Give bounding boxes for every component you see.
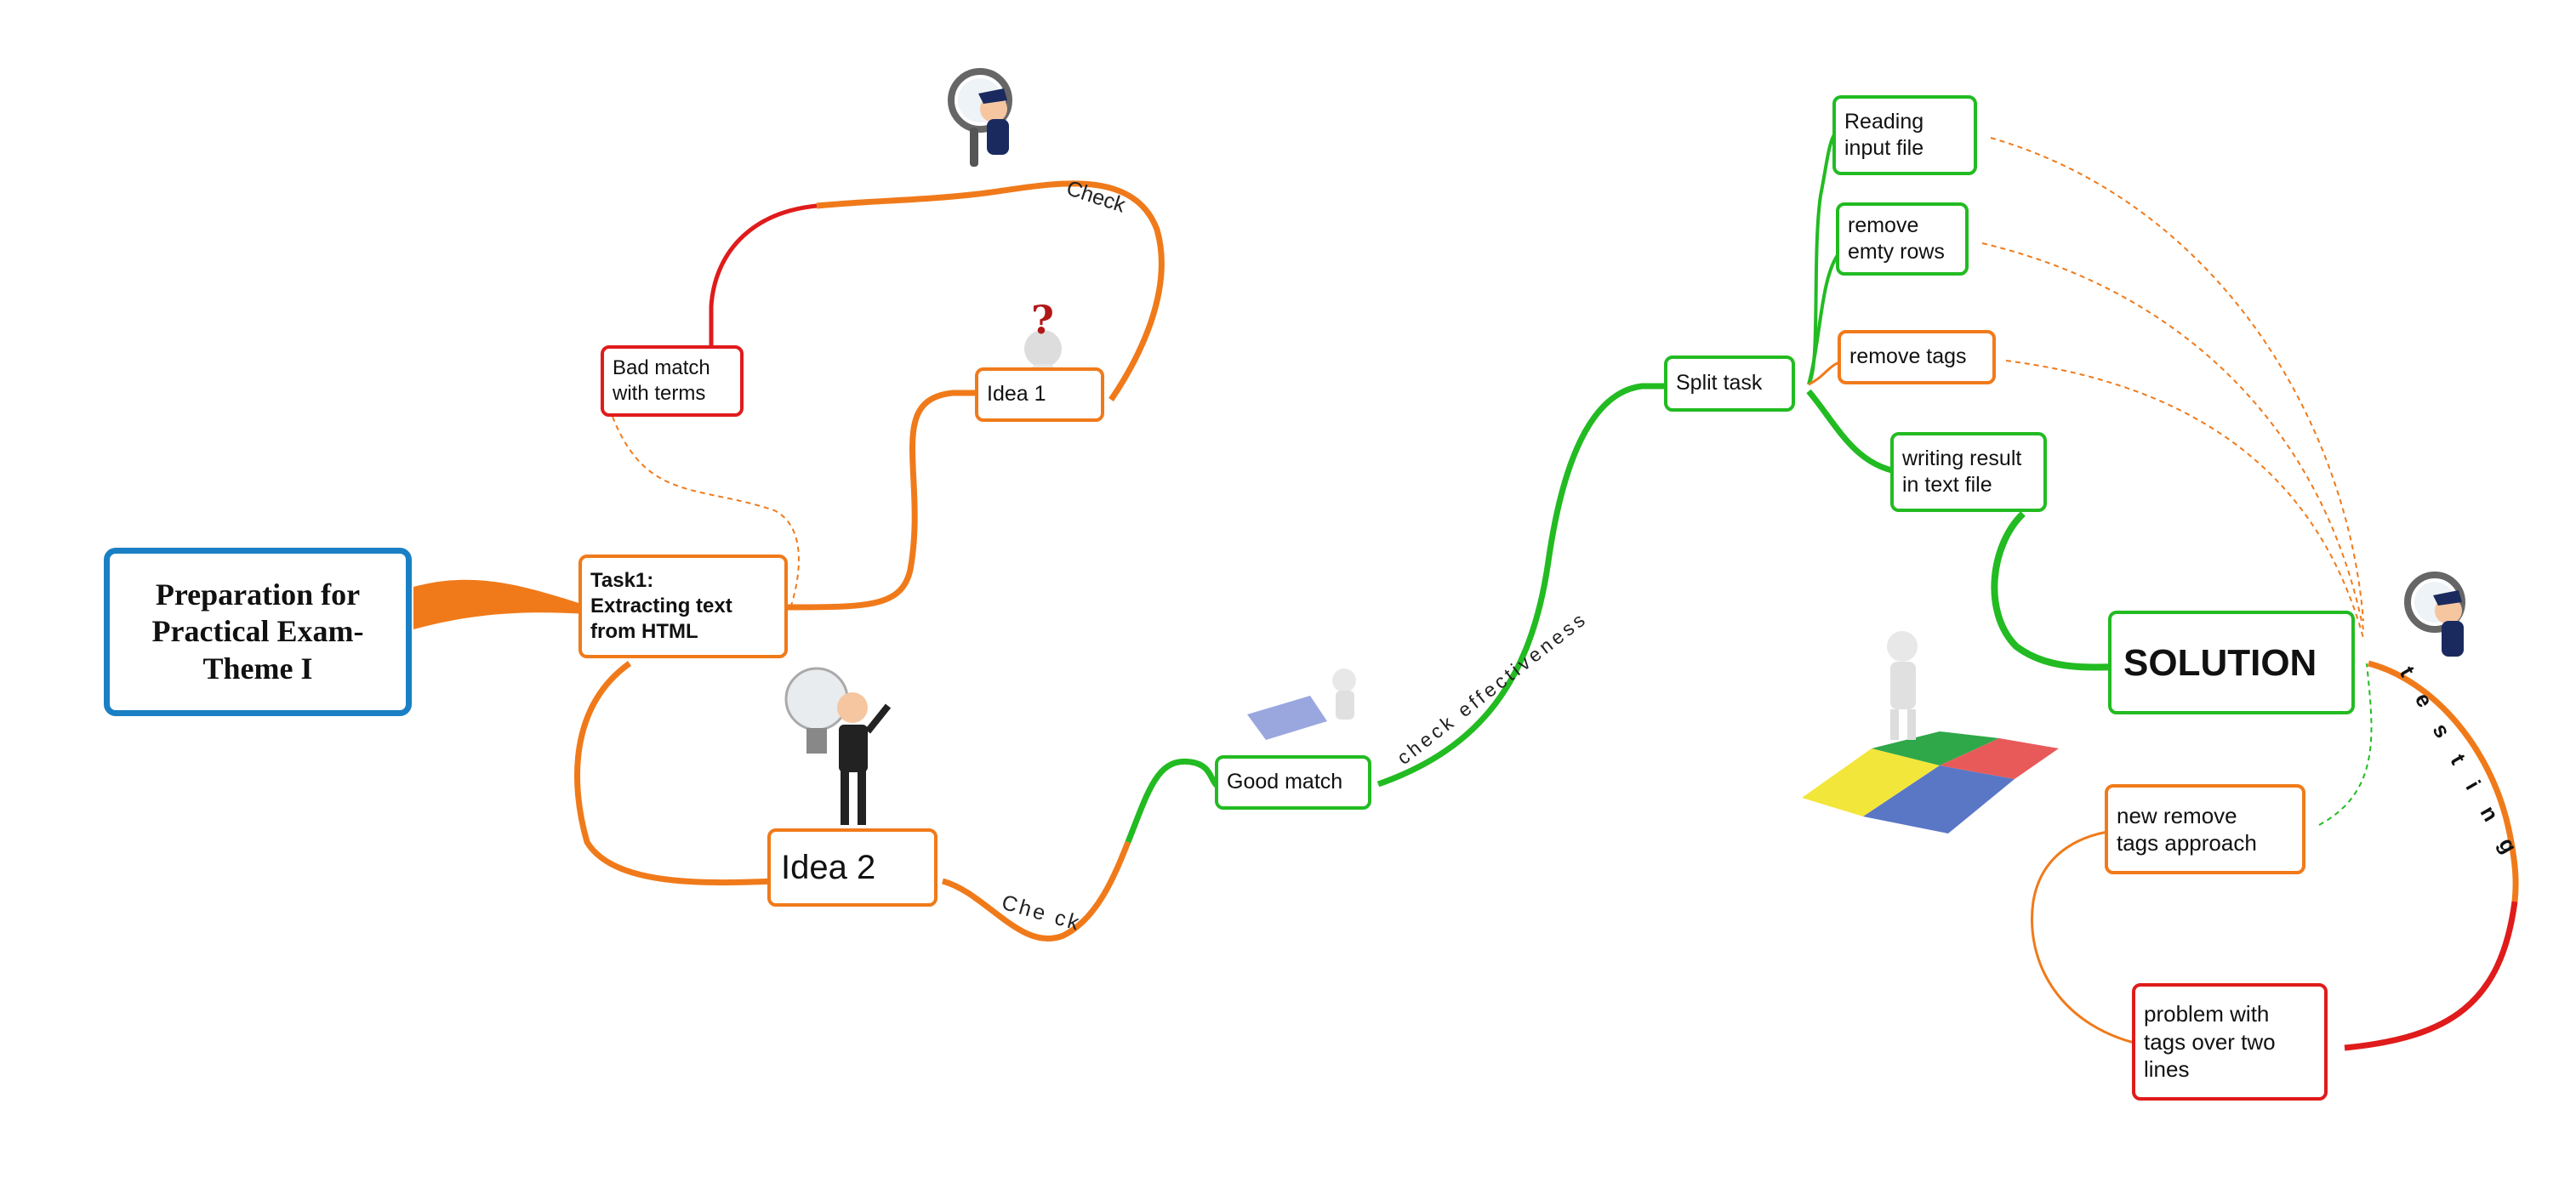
svg-text:?: ? bbox=[1031, 297, 1054, 343]
topic-split-task-label: Split task bbox=[1676, 371, 1763, 395]
topic-solution-label: SOLUTION bbox=[2123, 641, 2317, 684]
topic-idea1-label: Idea 1 bbox=[987, 382, 1046, 407]
central-topic[interactable]: Preparation for Practical Exam- Theme I bbox=[104, 548, 412, 716]
relation-reading-solution bbox=[1990, 137, 2364, 622]
relation-remove-empty-solution bbox=[1981, 242, 2364, 630]
edge-label-check-effectiveness: check effectiveness bbox=[1393, 606, 1592, 769]
topic-remove-tags[interactable]: remove tags bbox=[1838, 330, 1996, 384]
branch-task1-idea2 bbox=[574, 661, 775, 886]
branch-solution-testing bbox=[2368, 660, 2519, 902]
inspector-figure-icon bbox=[948, 68, 1012, 167]
topic-idea2[interactable]: Idea 2 bbox=[767, 828, 938, 907]
branch-problem-new-remove bbox=[2031, 828, 2150, 1048]
branch-idea2-check bbox=[942, 840, 1131, 942]
relation-remove-tags-solution bbox=[2005, 360, 2364, 639]
topic-remove-empty[interactable]: remove emty rows bbox=[1836, 202, 1969, 276]
branch-split-writing bbox=[1806, 389, 1906, 476]
topic-problem[interactable]: problem with tags over two lines bbox=[2132, 983, 2328, 1101]
topic-problem-label: problem with tags over two lines bbox=[2144, 1001, 2276, 1083]
puzzle-figure-icon bbox=[1802, 631, 2059, 833]
topic-new-remove[interactable]: new remove tags approach bbox=[2105, 784, 2305, 874]
topic-writing[interactable]: writing result in text file bbox=[1890, 432, 2047, 512]
branch-writing-solution bbox=[1991, 511, 2126, 671]
topic-reading[interactable]: Reading input file bbox=[1832, 95, 1977, 175]
branch-goodmatch-split bbox=[1376, 383, 1678, 788]
branch-check-loop-red bbox=[709, 203, 818, 349]
topic-remove-tags-label: remove tags bbox=[1849, 344, 1967, 369]
branch-testing-problem bbox=[2344, 901, 2518, 1051]
topic-bad-match[interactable]: Bad match with terms bbox=[601, 345, 744, 417]
relation-new-remove-solution bbox=[2318, 663, 2373, 826]
branch-task1-idea1 bbox=[785, 390, 987, 611]
topic-split-task[interactable]: Split task bbox=[1664, 356, 1795, 412]
topic-solution[interactable]: SOLUTION bbox=[2108, 611, 2355, 714]
topic-task1-label: Task1: Extracting text from HTML bbox=[590, 569, 732, 643]
branch-check-loop bbox=[816, 180, 1165, 401]
edge-label-testing: t e s t i n g bbox=[2395, 662, 2527, 865]
branch-check-goodmatch bbox=[1125, 758, 1226, 844]
topic-remove-empty-label: remove emty rows bbox=[1848, 213, 1945, 264]
branch-central-task1 bbox=[413, 579, 587, 629]
topic-good-match-label: Good match bbox=[1227, 770, 1343, 794]
idea-man-figure-icon bbox=[784, 667, 892, 825]
topic-new-remove-label: new remove tags approach bbox=[2117, 802, 2257, 856]
inspector-figure-right-icon bbox=[2404, 572, 2465, 657]
central-topic-label: Preparation for Practical Exam- Theme I bbox=[151, 577, 364, 686]
relation-bad-match-task1 bbox=[612, 416, 800, 606]
puzzle-piece-small-icon bbox=[1247, 668, 1356, 740]
topic-idea2-label: Idea 2 bbox=[781, 849, 876, 886]
topic-good-match[interactable]: Good match bbox=[1215, 755, 1371, 810]
topic-reading-label: Reading input file bbox=[1844, 109, 1924, 160]
edge-label-check-bottom: Che ck bbox=[999, 890, 1084, 936]
topic-bad-match-label: Bad match with terms bbox=[613, 356, 710, 405]
topic-task1[interactable]: Task1: Extracting text from HTML bbox=[578, 555, 788, 658]
topic-idea1[interactable]: Idea 1 bbox=[975, 367, 1104, 422]
topic-writing-label: writing result in text file bbox=[1902, 446, 2022, 497]
